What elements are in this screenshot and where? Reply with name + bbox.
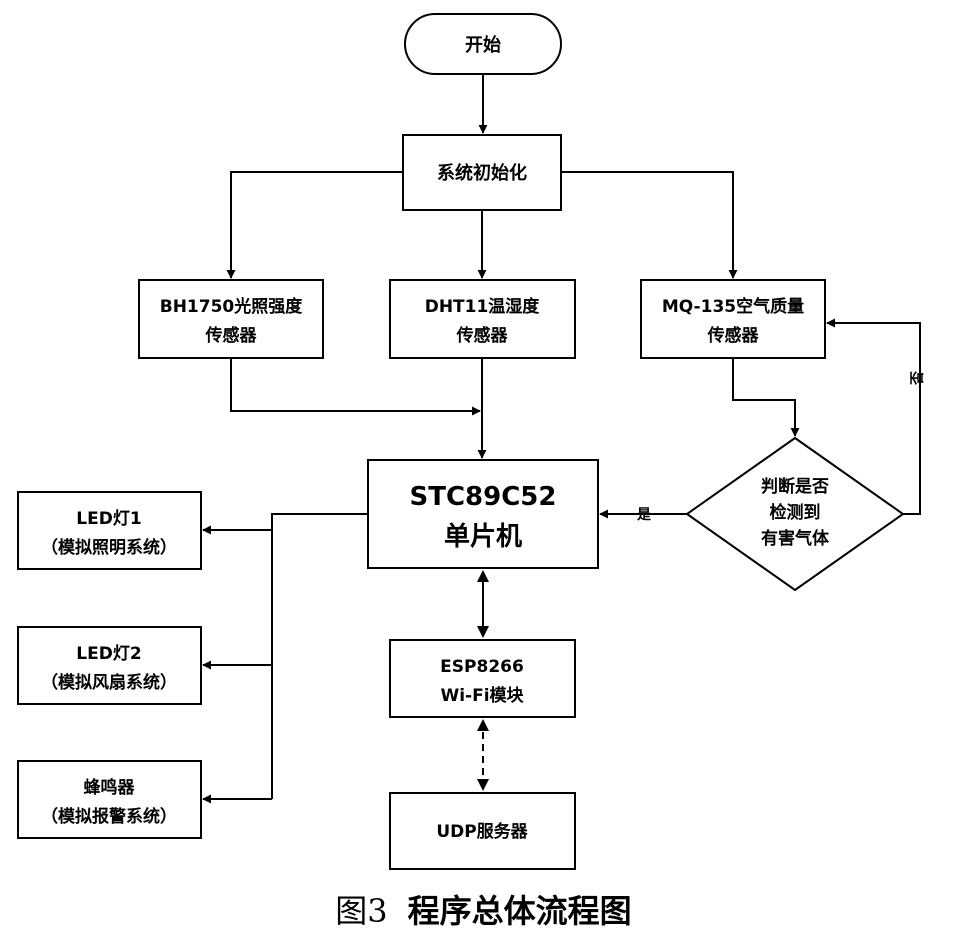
init-node: 系统初始化: [402, 134, 562, 211]
esp8266-label-line1: ESP8266: [440, 657, 524, 677]
esp8266-label-line2: Wi-Fi模块: [440, 685, 524, 706]
decision-label-line1: 判断是否: [761, 476, 829, 497]
start-node: 开始: [404, 13, 562, 75]
led1-node: LED灯1 （模拟照明系统）: [17, 491, 202, 570]
init-label: 系统初始化: [437, 162, 527, 184]
decision-label-line3: 有害气体: [761, 528, 830, 549]
mcu-label-line1: STC89C52: [410, 482, 557, 512]
buzzer-node: 蜂鸣器 （模拟报警系统）: [17, 760, 202, 839]
led2-label-line1: LED灯2: [76, 644, 141, 664]
arrowhead-down-to-udp: [477, 779, 489, 791]
edge-mcu-output-bus: [271, 513, 368, 799]
edge-mq135-to-decision: [732, 358, 800, 437]
udp-server-node: UDP服务器: [389, 792, 576, 870]
arrowhead-up-to-esp8266: [477, 719, 489, 731]
arrowhead-up-to-mcu: [477, 570, 489, 582]
edge-label-no: 否: [910, 371, 926, 386]
led1-label-line1: LED灯1: [76, 509, 141, 529]
dht11-label-line1: DHT11温湿度: [425, 296, 541, 317]
edge-init-to-mq135: [561, 171, 738, 279]
figure-number: 图3: [335, 892, 388, 930]
esp8266-node: ESP8266 Wi-Fi模块: [389, 639, 576, 718]
buzzer-label-line2: （模拟报警系统）: [41, 806, 177, 827]
figure-caption: 图3 程序总体流程图: [0, 886, 967, 932]
edge-decision-no-to-mq135: [826, 318, 921, 515]
edge-bh1750-to-mcu: [230, 358, 481, 416]
bh1750-label-line1: BH1750光照强度: [160, 296, 303, 317]
mcu-label-line2: 单片机: [444, 522, 522, 552]
dht11-node: DHT11温湿度 传感器: [389, 279, 576, 359]
start-label: 开始: [465, 34, 501, 56]
led2-node: LED灯2 （模拟风扇系统）: [17, 626, 202, 705]
udp-server-label: UDP服务器: [436, 821, 528, 842]
dht11-label-line2: 传感器: [456, 325, 509, 346]
mq135-label-line2: 传感器: [707, 325, 760, 346]
bh1750-label-line2: 传感器: [205, 325, 258, 346]
buzzer-label-line1: 蜂鸣器: [84, 777, 136, 798]
bidirectional-arrowheads: [477, 570, 489, 791]
decision-label-line2: 检测到: [770, 502, 821, 523]
mq135-label-line1: MQ-135空气质量: [662, 296, 804, 317]
arrowhead-down-to-esp8266: [477, 626, 489, 638]
edge-label-yes: 是: [637, 507, 652, 523]
decision-node: 判断是否 检测到 有害气体: [685, 436, 905, 592]
mq135-node: MQ-135空气质量 传感器: [640, 279, 826, 359]
figure-title: 程序总体流程图: [407, 892, 632, 930]
led1-label-line2: （模拟照明系统）: [41, 537, 177, 558]
edge-init-to-bh1750: [226, 171, 403, 279]
led2-label-line2: （模拟风扇系统）: [41, 672, 177, 693]
bh1750-node: BH1750光照强度 传感器: [138, 279, 324, 359]
mcu-node: STC89C52 单片机: [367, 459, 599, 569]
